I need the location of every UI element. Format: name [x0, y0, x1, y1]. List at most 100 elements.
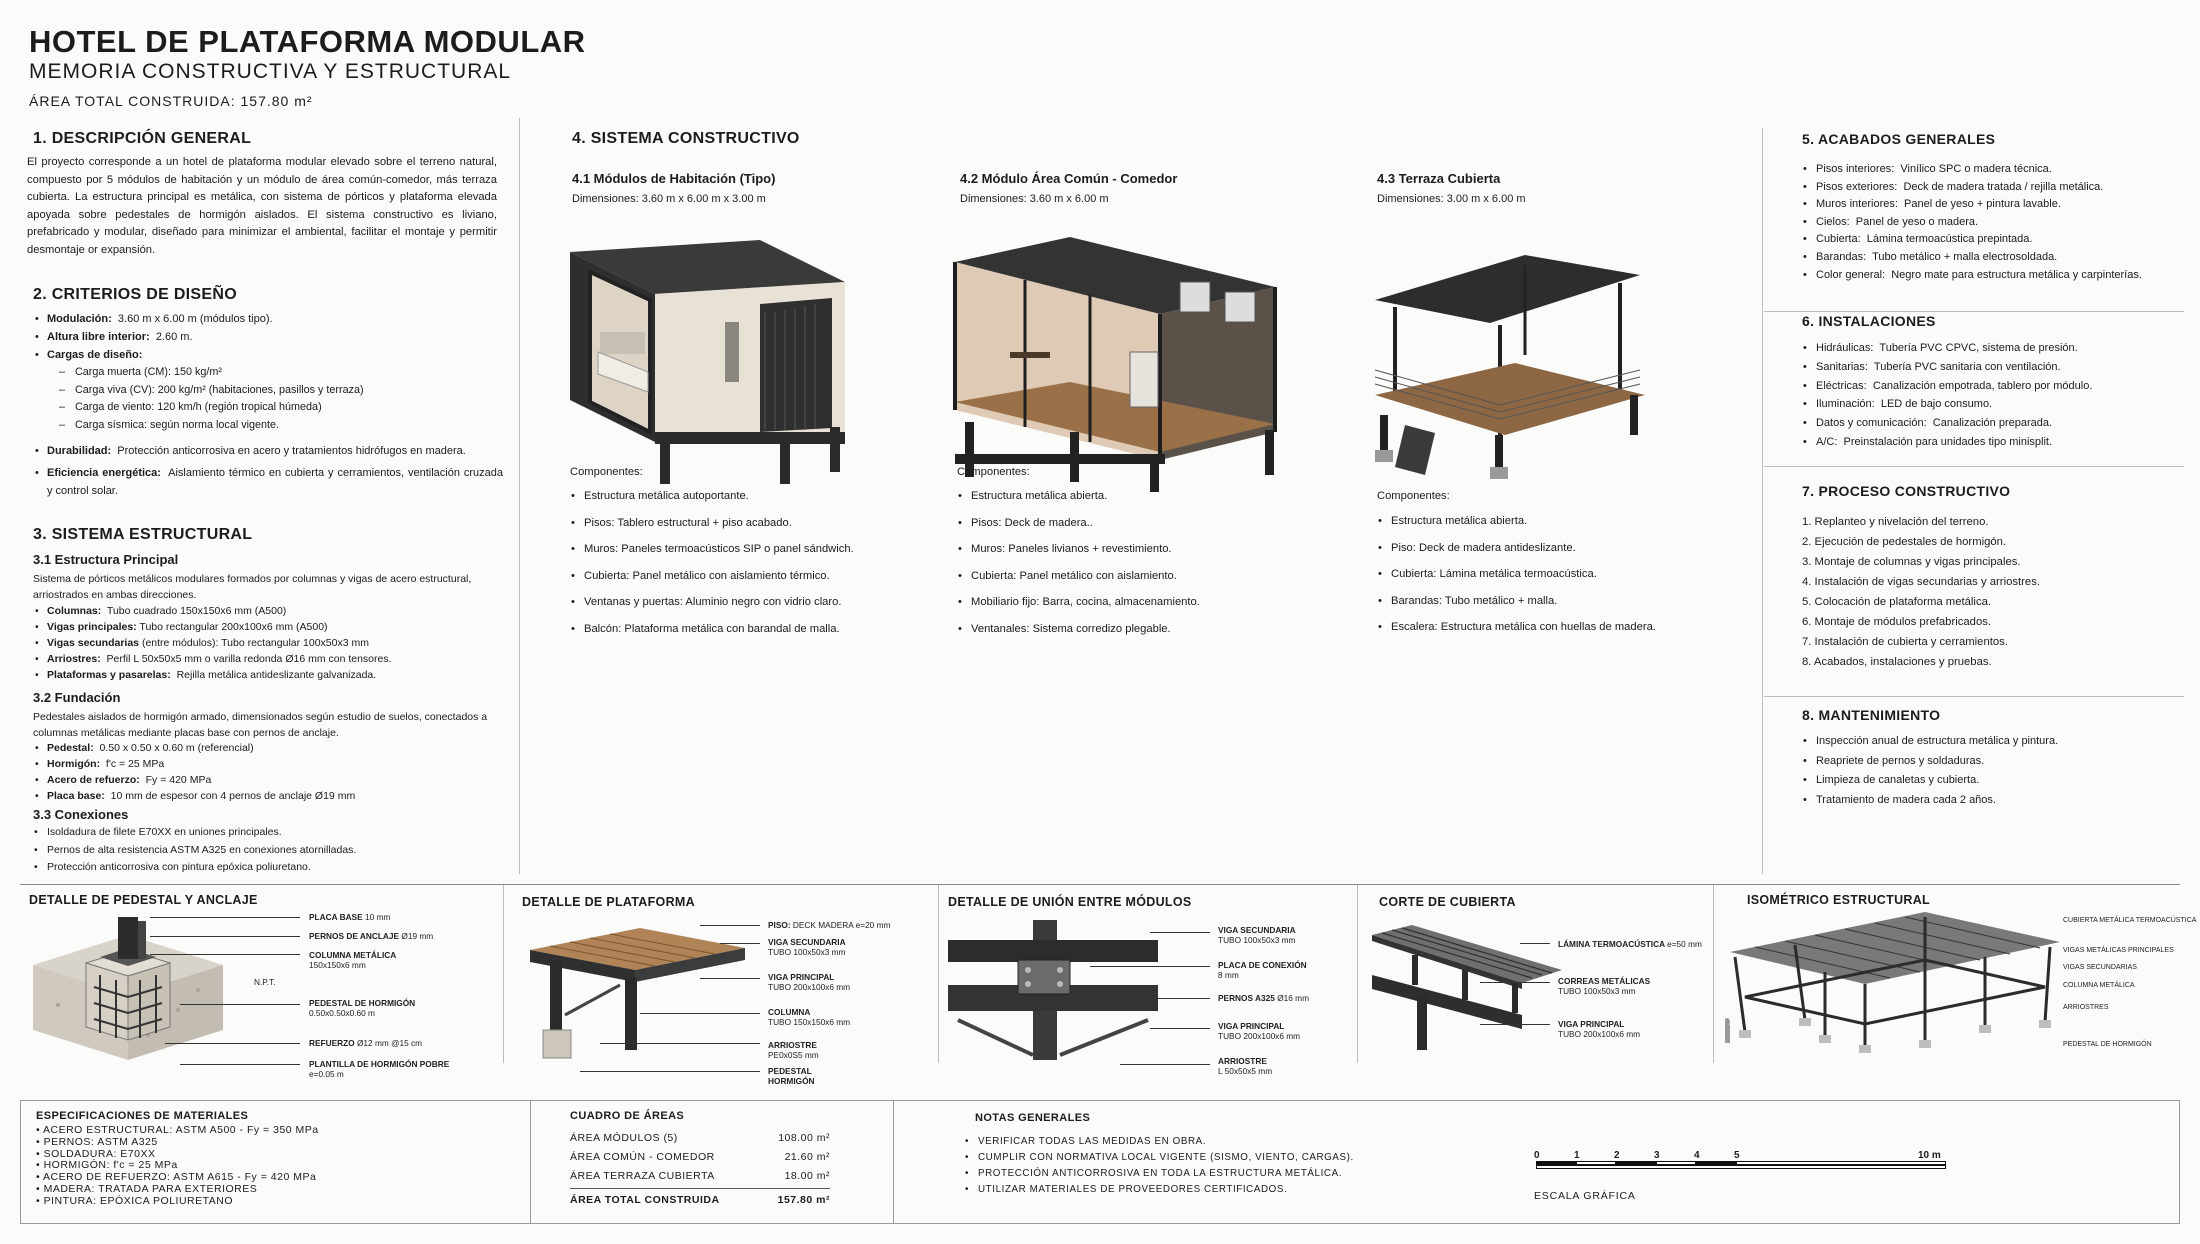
installation-item: Hidráulicas: Tubería PVC CPVC, sistema d… — [1802, 339, 2182, 358]
installation-item: A/C: Preinstalación para unidades tipo m… — [1802, 433, 2182, 452]
leader-line — [150, 917, 300, 918]
scale-tick-label: 4 — [1694, 1150, 1700, 1161]
foundation-item: Hormigón: f'c = 25 MPa — [33, 756, 503, 772]
leader-line — [150, 936, 300, 937]
connections-list: Isoldadura de filete E70XX en uniones pr… — [33, 824, 503, 877]
detail-isometric-title: ISOMÉTRICO ESTRUCTURAL — [1747, 893, 1930, 907]
notes-title: NOTAS GENERALES — [975, 1112, 1091, 1124]
leader-line — [720, 943, 760, 944]
finish-item: Cielos: Panel de yeso o madera. — [1802, 214, 2182, 232]
section-6-title: 6. INSTALACIONES — [1802, 313, 1936, 329]
scale-segment — [1656, 1161, 1696, 1165]
roof-section-drawing — [1372, 925, 1562, 1050]
label-roof: CUBIERTA METÁLICA TERMOACÚSTICA — [2063, 917, 2197, 924]
connection-item: Protección anticorrosiva con pintura epó… — [33, 859, 503, 877]
areas-table: ÁREA MÓDULOS (5)108.00 m² ÁREA COMÚN - C… — [570, 1129, 870, 1210]
leader-line — [180, 1064, 300, 1065]
component-item: Cubierta: Panel metálico con aislamiento… — [570, 563, 930, 590]
label-base-plate: PLACA BASE 10 mm — [309, 912, 391, 922]
installation-item: Iluminación: LED de bajo consumo. — [1802, 395, 2182, 414]
criteria-item: Eficiencia energética: Aislamiento térmi… — [33, 464, 503, 500]
area-total-rule — [570, 1188, 830, 1189]
section-3-2-text: Pedestales aislados de hormigón armado, … — [33, 711, 488, 739]
structure-item: Columnas: Tubo cuadrado 150x150x6 mm (A5… — [33, 603, 503, 619]
module-1-dims: Dimensiones: 3.60 m x 6.00 m x 3.00 m — [572, 193, 766, 205]
scale-segment — [1576, 1161, 1616, 1165]
room-module-illustration — [570, 240, 845, 484]
section-3-3-title: 3.3 Conexiones — [33, 807, 129, 822]
npt-label: N.P.T. — [254, 977, 276, 987]
area-row: ÁREA MÓDULOS (5)108.00 m² — [570, 1132, 830, 1144]
leader-line — [165, 1043, 300, 1044]
structure-item: Plataformas y pasarelas: Rejilla metálic… — [33, 667, 503, 683]
component-item: Escalera: Estructura metálica con huella… — [1377, 614, 1737, 641]
note-item: VERIFICAR TODAS LAS MEDIDAS EN OBRA. — [965, 1134, 1365, 1150]
maintenance-item: Inspección anual de estructura metálica … — [1802, 732, 2182, 752]
connection-item: Isoldadura de filete E70XX en uniones pr… — [33, 824, 503, 842]
foundation-item: Placa base: 10 mm de espesor con 4 perno… — [33, 788, 503, 804]
label-roof-sheet: LÁMINA TERMOACÚSTICA e=50 mm — [1558, 939, 1702, 949]
module-3-title: 4.3 Terraza Cubierta — [1377, 171, 1501, 186]
leader-line — [640, 1013, 760, 1014]
spec-item: • ACERO ESTRUCTURAL: ASTM A500 - Fy = 35… — [36, 1124, 319, 1136]
criteria-item: Durabilidad: Protección anticorrosiva en… — [33, 442, 503, 460]
maintenance-list: Inspección anual de estructura metálica … — [1802, 732, 2182, 810]
leader-line — [180, 1004, 300, 1005]
criteria-item: Altura libre interior: 2.60 m. — [33, 328, 503, 346]
component-item: Estructura metálica abierta. — [957, 483, 1317, 510]
specs-title: ESPECIFICACIONES DE MATERIALES — [36, 1110, 249, 1122]
page-subtitle: MEMORIA CONSTRUCTIVA Y ESTRUCTURAL — [29, 60, 512, 83]
module-2-title: 4.2 Módulo Área Común - Comedor — [960, 171, 1178, 186]
platform-drawing — [530, 928, 745, 1059]
scale-label: ESCALA GRÁFICA — [1534, 1190, 1636, 1202]
spec-item: • PERNOS: ASTM A325 — [36, 1135, 158, 1148]
maintenance-item: Limpieza de canaletas y cubierta. — [1802, 771, 2182, 791]
label-reinforcement: REFUERZO Ø12 mm @15 cm — [309, 1038, 423, 1048]
detail-joint-title: DETALLE DE UNIÓN ENTRE MÓDULOS — [948, 895, 1192, 909]
scale-tick-label: 1 — [1574, 1150, 1580, 1161]
joint-drawing — [948, 920, 1158, 1060]
component-item: Pisos: Deck de madera.. — [957, 510, 1317, 537]
label-deck: PISO: DECK MADERA e=20 mm — [768, 920, 891, 930]
detail-pedestal-title: DETALLE DE PEDESTAL Y ANCLAJE — [29, 893, 258, 907]
page-title: HOTEL DE PLATAFORMA MODULAR — [29, 24, 586, 59]
finish-item: Muros interiores: Panel de yeso + pintur… — [1802, 196, 2182, 214]
divider-right — [1762, 128, 1763, 874]
structure-list: Columnas: Tubo cuadrado 150x150x6 mm (A5… — [33, 603, 503, 683]
section-3-1-text: Sistema de pórticos metálicos modulares … — [33, 573, 472, 601]
section-3-1-title: 3.1 Estructura Principal — [33, 552, 179, 567]
module-3-components-label: Componentes: — [1377, 490, 1450, 502]
component-item: Ventanales: Sistema corredizo plegable. — [957, 616, 1317, 643]
spec-item: • ACERO DE REFUERZO: ASTM A615 - Fy = 42… — [36, 1171, 317, 1184]
label-main-beams: VIGAS METÁLICAS PRINCIPALES — [2063, 947, 2174, 954]
component-item: Ventanas y puertas: Aluminio negro con v… — [570, 589, 930, 616]
scale-bar — [1536, 1165, 1946, 1169]
process-step: 3. Montaje de columnas y vigas principal… — [1802, 556, 2021, 568]
foundation-item: Pedestal: 0.50 x 0.50 x 0.60 m (referenc… — [33, 740, 503, 756]
finish-item: Cubierta: Lámina termoacústica prepintad… — [1802, 231, 2182, 249]
scale-tick-label: 2 — [1614, 1150, 1620, 1161]
label-anchor-bolts: PERNOS DE ANCLAJE Ø19 mm — [309, 931, 434, 941]
scale-tick-label: 3 — [1654, 1150, 1660, 1161]
criteria-item: Modulación: 3.60 m x 6.00 m (módulos tip… — [33, 310, 503, 328]
bottom-frame — [20, 1100, 2180, 1224]
module-3-components: Estructura metálica abierta. Piso: Deck … — [1377, 508, 1737, 641]
detail-divider — [1713, 885, 1714, 1063]
leader-line — [1150, 932, 1210, 933]
process-step: 5. Colocación de plataforma metálica. — [1802, 596, 1992, 608]
detail-divider — [503, 885, 504, 1063]
component-item: Mobiliario fijo: Barra, cocina, almacena… — [957, 589, 1317, 616]
module-2-components-label: Componentes: — [957, 466, 1030, 478]
detail-roof-title: CORTE DE CUBIERTA — [1379, 895, 1516, 909]
section-2-title: 2. CRITERIOS DE DISEÑO — [33, 286, 237, 303]
component-item: Estructura metálica abierta. — [1377, 508, 1737, 535]
leader-line — [1520, 943, 1550, 944]
load-item: Carga sísmica: según norma local vigente… — [59, 417, 503, 435]
section-8-title: 8. MANTENIMIENTO — [1802, 707, 1941, 723]
